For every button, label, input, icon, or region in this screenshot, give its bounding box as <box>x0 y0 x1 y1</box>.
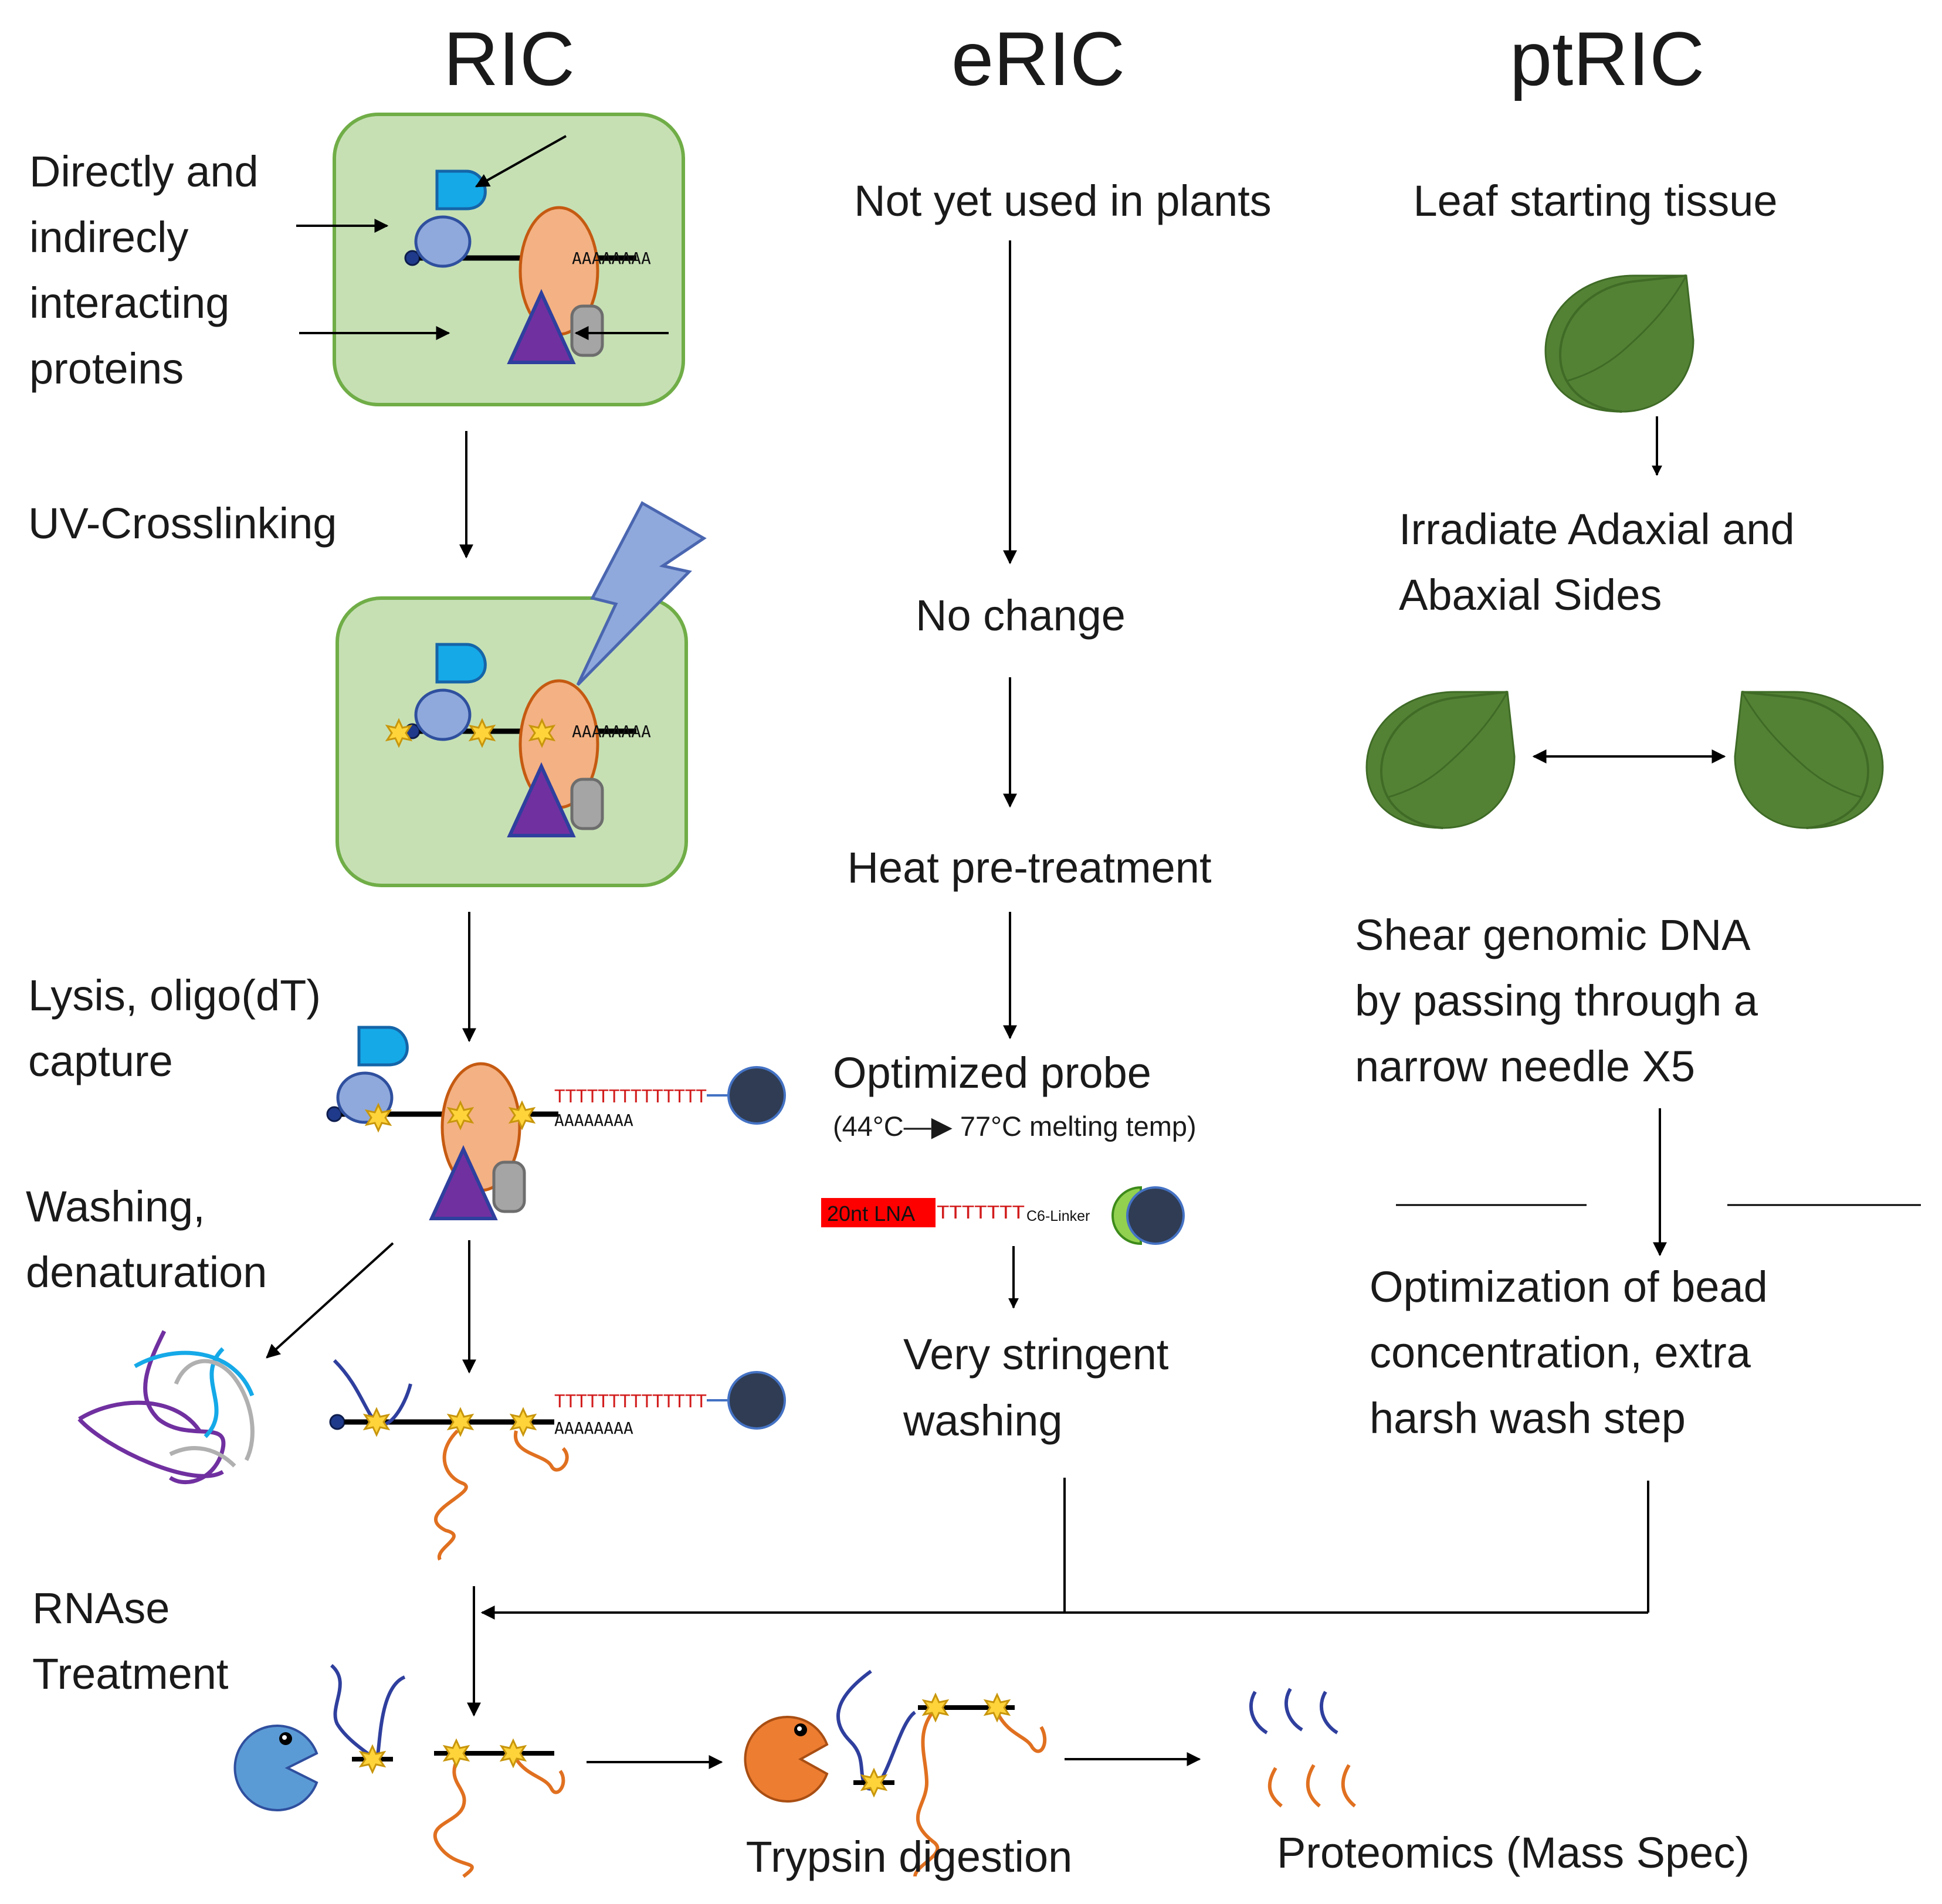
column-header-eric: eRIC <box>951 16 1125 101</box>
rnase-line-1: RNAse <box>32 1584 170 1633</box>
trypsin-digestion <box>744 1669 1047 1877</box>
eric-not-used-label: Not yet used in plants <box>854 177 1272 225</box>
pacman-trypsin-icon <box>744 1716 829 1803</box>
eric-probe-label: Optimized probe <box>833 1048 1151 1097</box>
column-header-ric: RIC <box>443 16 575 101</box>
rnase-line-2: Treatment <box>32 1650 229 1698</box>
optimization-line-3: harsh wash step <box>1370 1394 1686 1443</box>
ptric-irradiate-label: Irradiate Adaxial and Abaxial Sides <box>1399 505 1795 619</box>
interacting-line-4: proteins <box>29 344 184 393</box>
column-header-ptric: ptRIC <box>1510 16 1704 101</box>
leaf-icon-abaxial <box>1734 691 1884 829</box>
polya-tail: AAAAAAAA <box>572 249 651 268</box>
oligo-dt-2: TTTTTTTTTTTTTT <box>554 1391 707 1412</box>
peptide-fragments <box>1249 1688 1356 1808</box>
optimization-line-1: Optimization of bead <box>1370 1262 1768 1311</box>
bead-icon-2 <box>727 1371 786 1430</box>
ptric-leaf-label: Leaf starting tissue <box>1413 177 1777 225</box>
pacman-rnase-icon <box>233 1725 318 1811</box>
lysis-line-2: capture <box>28 1037 173 1085</box>
lna-probe: 20nt LNA TTTTTTT C6-Linker <box>821 1186 1185 1245</box>
shear-line-1: Shear genomic DNA <box>1355 911 1751 959</box>
lna-label: 20nt LNA <box>827 1202 915 1226</box>
c6-linker-label: C6-Linker <box>1026 1208 1090 1224</box>
stringent-line-2: washing <box>903 1396 1063 1445</box>
polya-tail-4: AAAAAAAA <box>554 1418 633 1438</box>
polya-tail-3: AAAAAAAA <box>554 1111 633 1130</box>
lysis-line-1: Lysis, oligo(dT) <box>28 971 321 1020</box>
bead-icon <box>727 1066 786 1125</box>
ptric-shear-label: Shear genomic DNA by passing through a n… <box>1355 911 1758 1091</box>
captured-after-wash: AAAAAAAA TTTTTTTTTTTTTT <box>329 1359 786 1561</box>
shear-line-3: narrow needle X5 <box>1355 1042 1695 1091</box>
uv-crosslinking-label: UV-Crosslinking <box>28 499 337 548</box>
cell-box-native: AAAAAAAA <box>296 113 685 406</box>
oligo-dt: TTTTTTTTTTTTTT <box>554 1087 707 1107</box>
irradiate-line-2: Abaxial Sides <box>1399 571 1662 619</box>
denatured-rna-tangle <box>77 1330 255 1485</box>
probe-t-tail: TTTTTTT <box>937 1203 1025 1223</box>
rnase-digestion <box>233 1664 565 1878</box>
rnase-label: RNAse Treatment <box>32 1584 229 1698</box>
washing-line-1: Washing, <box>26 1182 205 1231</box>
ptric-optimization-label: Optimization of bead concentration, extr… <box>1370 1262 1768 1443</box>
polya-tail-2: AAAAAAAA <box>572 722 651 741</box>
bead-icon-3 <box>1126 1186 1185 1245</box>
optimization-line-2: concentration, extra <box>1370 1328 1751 1377</box>
trypsin-label: Trypsin digestion <box>746 1832 1073 1881</box>
washing-line-2: denaturation <box>26 1248 267 1297</box>
proteomics-label: Proteomics (Mass Spec) <box>1277 1828 1750 1877</box>
lightning-icon <box>576 501 707 686</box>
irradiate-line-1: Irradiate Adaxial and <box>1399 505 1795 554</box>
leaf-icon-adaxial <box>1365 691 1516 829</box>
cell-box-crosslinked: AAAAAAAA <box>335 596 688 887</box>
merge-connector <box>467 1478 1649 1717</box>
eric-melting-label: (44°C—▶ 77°C melting temp) <box>833 1111 1197 1142</box>
lysis-label: Lysis, oligo(dT) capture <box>28 971 321 1085</box>
interacting-proteins-label: Directly and indirecly interacting prote… <box>29 147 259 393</box>
stringent-line-1: Very stringent <box>903 1330 1169 1379</box>
shear-line-2: by passing through a <box>1355 976 1758 1025</box>
eric-heat-label: Heat pre-treatment <box>847 843 1211 892</box>
interacting-line-3: interacting <box>29 279 229 327</box>
interacting-line-2: indirecly <box>29 213 188 262</box>
eric-stringent-label: Very stringent washing <box>903 1330 1169 1445</box>
interacting-line-1: Directly and <box>29 147 259 196</box>
leaf-icon <box>1544 274 1694 413</box>
washing-label: Washing, denaturation <box>26 1182 267 1297</box>
eric-no-change-label: No change <box>916 591 1126 640</box>
captured-complex: AAAAAAAA TTTTTTTTTTTTTT <box>327 1027 786 1219</box>
